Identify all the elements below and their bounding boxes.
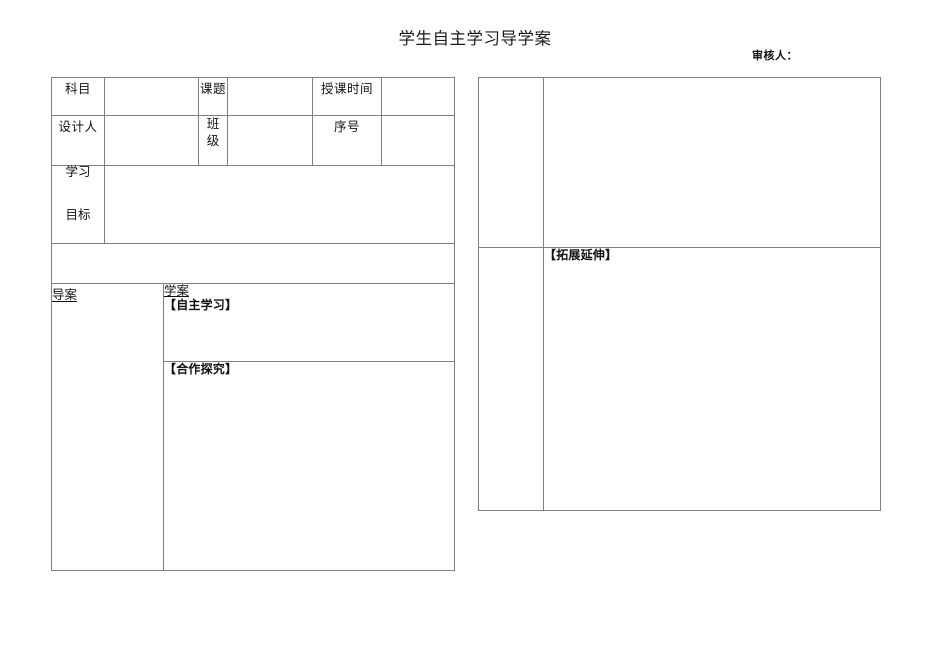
xuean-heading: 学案 bbox=[164, 284, 190, 298]
reviewer-label: 审核人： bbox=[752, 49, 798, 62]
section-zizhu-xuexi[interactable]: 学案 【自主学习】 bbox=[163, 283, 455, 362]
daoan-label-text: 导案 bbox=[52, 288, 78, 302]
field-value-topic[interactable] bbox=[227, 77, 313, 116]
field-value-class-time[interactable] bbox=[381, 77, 455, 116]
field-value-spacer[interactable] bbox=[51, 243, 455, 284]
table-row: 【合作探究】 bbox=[52, 361, 455, 571]
section-tuozhan-yanshen[interactable]: 【拓展延伸】 bbox=[543, 247, 881, 511]
learning-objectives-line-1: 学习 bbox=[65, 165, 91, 179]
table-row: 学习 目标 bbox=[51, 165, 455, 244]
field-label-class-time: 授课时间 bbox=[312, 77, 382, 116]
lesson-plan-right-table: 【拓展延伸】 bbox=[478, 77, 881, 511]
table-row: 设计人 班 级 序号 bbox=[51, 115, 455, 166]
section-hezuo-tanjiu[interactable]: 【合作探究】 bbox=[163, 361, 455, 571]
table-row: 科目 课题 授课时间 bbox=[51, 77, 455, 116]
table-row bbox=[478, 77, 881, 248]
right-top-right-cell[interactable] bbox=[543, 77, 881, 248]
page-title: 学生自主学习导学案 bbox=[398, 30, 552, 48]
field-label-class-char-2: 级 bbox=[206, 133, 220, 148]
field-label-topic: 课题 bbox=[198, 77, 228, 116]
field-label-class: 班 级 bbox=[198, 115, 228, 166]
table-row: 导案 学案 【自主学习】 bbox=[51, 283, 455, 571]
learning-objectives-line-2: 目标 bbox=[65, 208, 91, 223]
section-title-tuozhan-yanshen: 【拓展延伸】 bbox=[544, 248, 618, 262]
lesson-plan-left-table: 科目 课题 授课时间 设计人 班 级 序号 bbox=[51, 77, 455, 571]
right-bottom-left-cell[interactable] bbox=[478, 247, 544, 511]
right-top-left-cell[interactable] bbox=[478, 77, 544, 248]
field-label-serial: 序号 bbox=[312, 115, 382, 166]
table-row: 【拓展延伸】 bbox=[478, 247, 881, 511]
field-value-learning-objectives[interactable] bbox=[104, 165, 455, 244]
section-title-hezuo-tanjiu: 【合作探究】 bbox=[164, 362, 238, 376]
field-value-class[interactable] bbox=[227, 115, 313, 166]
field-value-subject[interactable] bbox=[104, 77, 199, 116]
field-label-class-char-1: 班 bbox=[206, 117, 220, 131]
field-value-serial[interactable] bbox=[381, 115, 455, 166]
section-label-daoan: 导案 bbox=[51, 283, 164, 571]
field-label-subject: 科目 bbox=[51, 77, 105, 116]
section-title-zizhu-xuexi: 【自主学习】 bbox=[164, 298, 238, 313]
table-row bbox=[51, 243, 455, 284]
field-label-learning-objectives: 学习 目标 bbox=[51, 165, 105, 244]
field-value-designer[interactable] bbox=[104, 115, 199, 166]
field-label-designer: 设计人 bbox=[51, 115, 105, 166]
